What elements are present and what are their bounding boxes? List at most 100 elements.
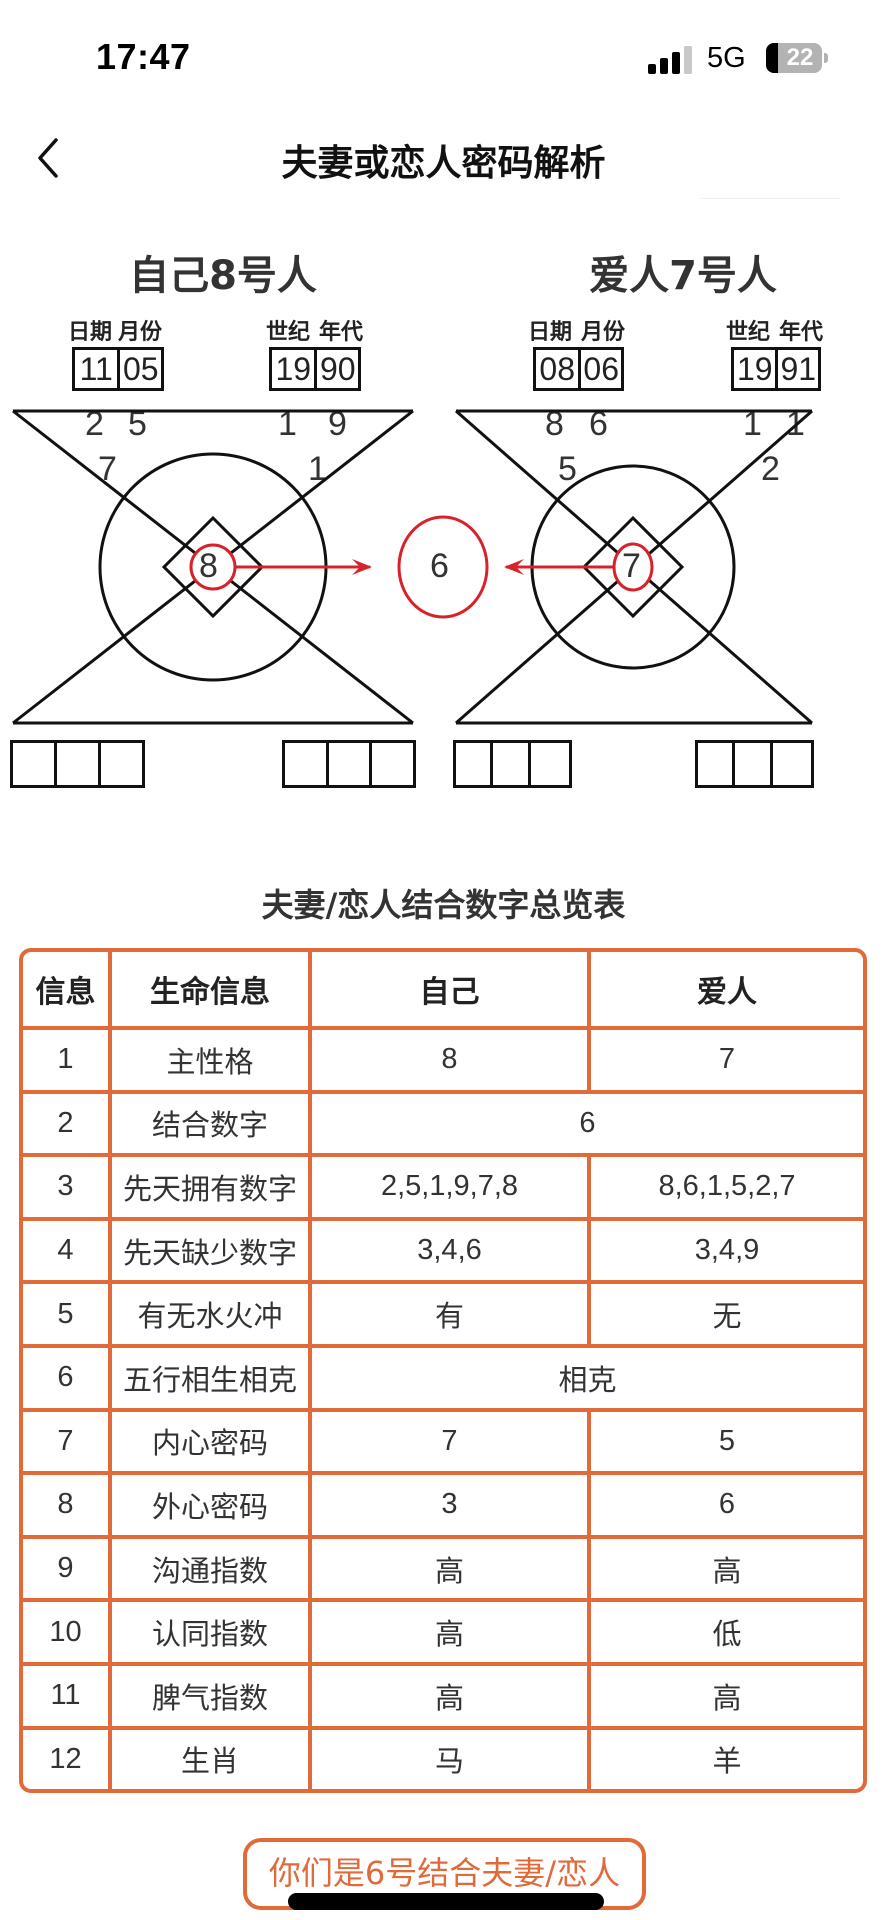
table-row: 9 沟通指数 高 高 <box>23 1534 863 1599</box>
row-self-value: 高 <box>308 1538 587 1599</box>
row-item: 内心密码 <box>108 1411 308 1472</box>
row-item: 认同指数 <box>108 1602 308 1662</box>
partner-year-box: 19 91 <box>731 347 821 391</box>
self-day: 11 <box>79 351 113 387</box>
row-partner-value: 7 <box>587 1030 863 1090</box>
partner-decade: 91 <box>775 350 818 388</box>
partner-month: 06 <box>578 350 621 388</box>
row-self-value: 高 <box>308 1665 587 1726</box>
row-item: 外心密码 <box>108 1475 308 1535</box>
nav-bar: 夫妻或恋人密码解析 <box>0 120 887 200</box>
row-number: 6 <box>57 1361 74 1394</box>
row-number: 3 <box>57 1170 74 1203</box>
partner-title: 爱人7号人 <box>589 253 777 299</box>
row-number: 8 <box>57 1488 74 1521</box>
page-title: 夫妻或恋人密码解析 <box>281 143 606 184</box>
row-self-value: 3,4,6 <box>308 1220 587 1281</box>
status-bar: 17:47 5G 22 <box>0 0 887 110</box>
nav-placeholder <box>700 170 840 199</box>
row-item: 主性格 <box>108 1030 308 1090</box>
row-item: 沟通指数 <box>108 1538 308 1599</box>
table-row: 8 外心密码 3 6 <box>23 1471 863 1535</box>
home-indicator[interactable] <box>288 1893 604 1910</box>
table-row: 10 认同指数 高 低 <box>23 1598 863 1662</box>
row-self-value: 2,5,1,9,7,8 <box>308 1157 587 1217</box>
status-time: 17:47 <box>96 36 191 77</box>
partner-label-day: 日期 <box>528 320 573 345</box>
row-item: 五行相生相克 <box>108 1347 308 1408</box>
partner-day: 08 <box>539 351 576 387</box>
self-digit-inner-left: 7 <box>98 450 117 488</box>
partner-digit-inner-left: 5 <box>558 450 577 488</box>
row-item: 脾气指数 <box>108 1665 308 1726</box>
row-number: 12 <box>49 1742 82 1775</box>
self-title: 自己8号人 <box>129 253 317 299</box>
row-self-value: 7 <box>308 1411 587 1472</box>
header-life-info: 生命信息 <box>108 952 308 1026</box>
summary-table: 信息 生命信息 自己 爱人 1 主性格 8 7 2 结合数字 6 3 先天拥有数… <box>19 948 867 1794</box>
row-item: 先天拥有数字 <box>108 1157 308 1217</box>
back-button[interactable] <box>30 134 70 182</box>
self-label-decade: 年代 <box>319 320 364 345</box>
partner-digit-top-left-2: 6 <box>589 405 608 443</box>
header-info: 信息 <box>35 976 96 1009</box>
self-date-box: 11 05 <box>72 347 164 391</box>
row-self-value: 马 <box>308 1729 587 1790</box>
self-digit-top-left-2: 5 <box>128 405 147 443</box>
row-self-value: 有 <box>308 1284 587 1344</box>
row-item: 结合数字 <box>108 1093 308 1154</box>
battery-tip <box>824 53 828 63</box>
partner-label-decade: 年代 <box>779 320 824 345</box>
row-number: 7 <box>57 1424 74 1457</box>
row-partner-value: 无 <box>587 1284 863 1344</box>
table-title: 夫妻/恋人结合数字总览表 <box>261 886 626 924</box>
table-row: 11 脾气指数 高 高 <box>23 1661 863 1726</box>
partner-label-century: 世纪 <box>726 320 771 345</box>
partner-digit-top-right-1: 1 <box>743 405 762 443</box>
row-partner-value: 低 <box>587 1602 863 1662</box>
row-number: 11 <box>50 1679 81 1712</box>
self-label-century: 世纪 <box>266 320 311 345</box>
battery-level: 22 <box>786 44 814 71</box>
row-merged-value: 6 <box>308 1093 863 1154</box>
partner-century: 19 <box>736 351 773 387</box>
row-self-value: 高 <box>308 1602 587 1662</box>
row-self-value: 8 <box>308 1030 587 1090</box>
self-label-month: 月份 <box>118 320 163 345</box>
self-digit-top-left-1: 2 <box>85 405 104 443</box>
partner-label-month: 月份 <box>581 320 626 345</box>
self-century: 19 <box>275 351 312 387</box>
header-self: 自己 <box>308 952 587 1026</box>
row-partner-value: 高 <box>587 1538 863 1599</box>
row-number: 5 <box>57 1297 74 1330</box>
chevron-left-icon <box>38 138 58 178</box>
row-partner-value: 高 <box>587 1665 863 1726</box>
network-type: 5G <box>707 42 746 74</box>
row-self-value: 3 <box>308 1475 587 1535</box>
partner-center-number: 7 <box>622 547 641 585</box>
row-partner-value: 羊 <box>587 1729 863 1790</box>
cellular-signal-icon <box>648 46 692 74</box>
self-label-day: 日期 <box>68 320 113 345</box>
self-digit-inner-right: 1 <box>308 450 327 488</box>
table-row: 6 五行相生相克 相克 <box>23 1343 863 1408</box>
row-item: 先天缺少数字 <box>108 1220 308 1281</box>
partner-digit-inner-right: 2 <box>761 450 780 488</box>
self-digit-top-right-1: 1 <box>278 405 297 443</box>
table-row: 1 主性格 8 7 <box>23 1026 863 1090</box>
partner-bottom-left-boxes <box>453 740 572 788</box>
self-year-box: 19 90 <box>269 347 361 391</box>
partner-bottom-right-boxes <box>695 740 814 788</box>
self-month: 05 <box>117 350 161 388</box>
table-row: 2 结合数字 6 <box>23 1089 863 1154</box>
self-bottom-left-boxes <box>10 740 145 788</box>
numerology-diagram <box>12 409 813 725</box>
row-partner-value: 3,4,9 <box>587 1220 863 1281</box>
row-partner-value: 8,6,1,5,2,7 <box>587 1157 863 1217</box>
row-item: 有无水火冲 <box>108 1284 308 1344</box>
table-header-row: 信息 生命信息 自己 爱人 <box>23 952 863 1026</box>
row-number: 9 <box>57 1552 74 1585</box>
row-item: 生肖 <box>108 1729 308 1790</box>
row-number: 1 <box>57 1043 74 1076</box>
row-partner-value: 5 <box>587 1411 863 1472</box>
